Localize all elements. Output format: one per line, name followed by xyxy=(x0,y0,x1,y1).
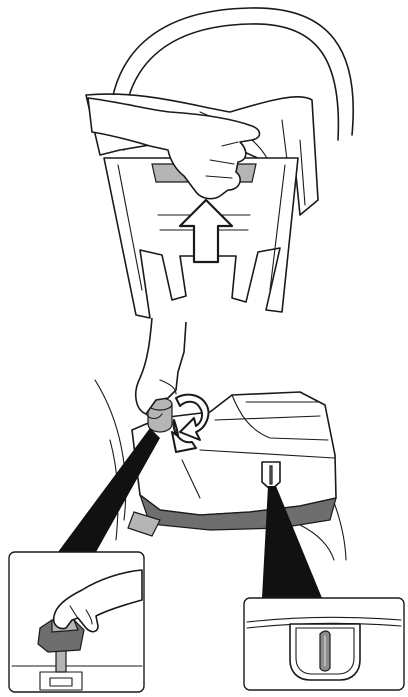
top-panel-carrier xyxy=(86,8,353,318)
inset-right-indicator xyxy=(244,598,404,690)
bottom-panel-base xyxy=(95,318,346,560)
inset-left-knob xyxy=(9,552,144,692)
